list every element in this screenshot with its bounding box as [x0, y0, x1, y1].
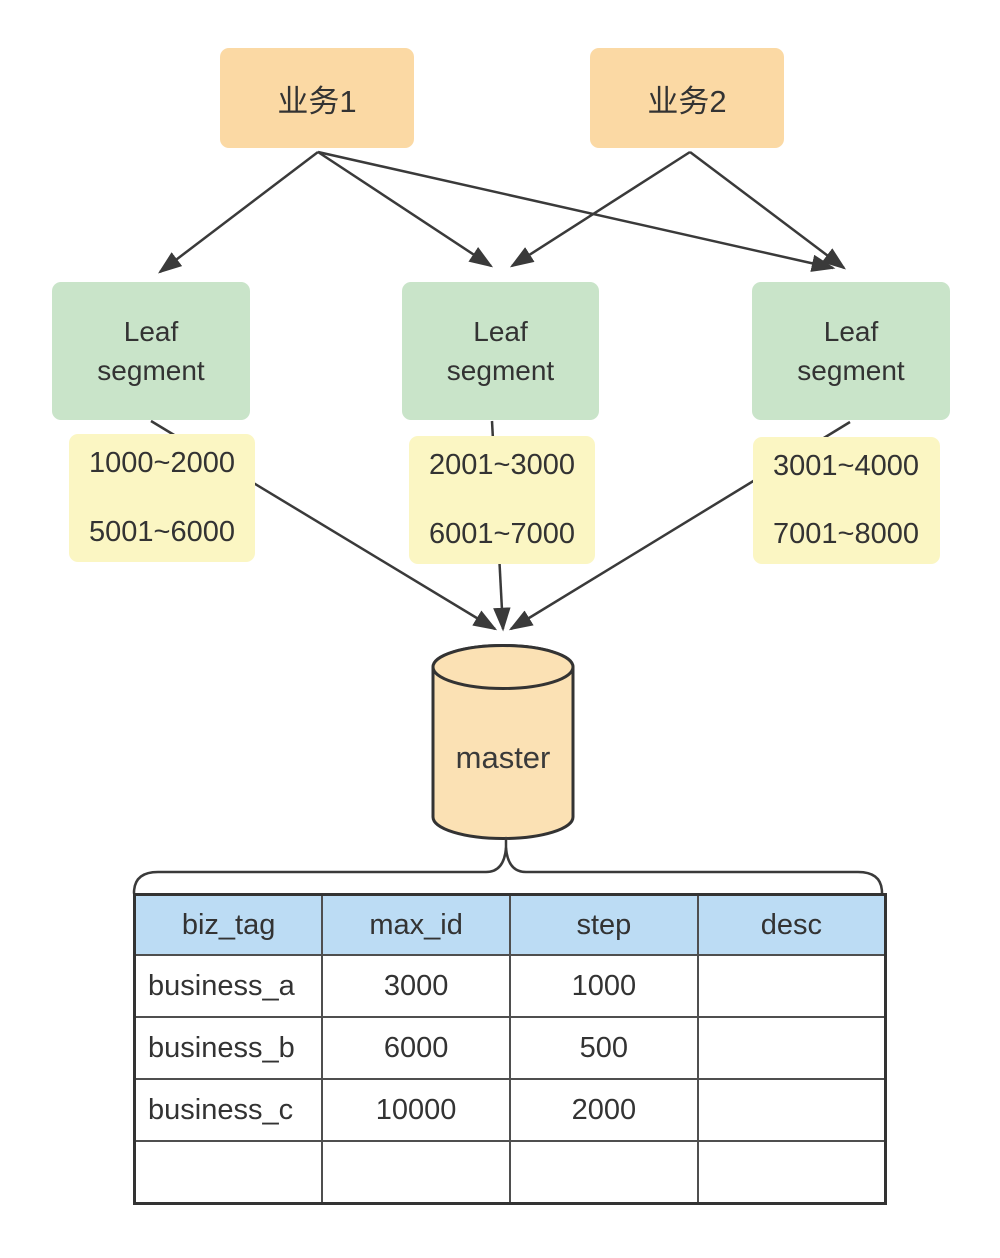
- cell-max-id: 10000: [321, 1078, 511, 1142]
- arrow-business1-to-leaf3: [317, 150, 836, 272]
- table-row-empty: [133, 1140, 887, 1205]
- database-cylinder-icon: [431, 644, 575, 840]
- arrow-business1-to-leaf1: [158, 151, 319, 274]
- header-cell-step: step: [509, 893, 699, 956]
- leaf-label-line2: segment: [797, 355, 905, 386]
- header-cell-max-id: max_id: [321, 893, 511, 956]
- id-range-value: 7001~8000: [773, 518, 919, 550]
- cell-step: 500: [509, 1016, 699, 1080]
- cell-max-id: 3000: [321, 954, 511, 1018]
- leaf-segment-node-3-label: Leaf segment: [797, 312, 904, 390]
- leaf-segment-node-1: Leaf segment: [52, 282, 250, 420]
- leaf-segment-node-2-label: Leaf segment: [447, 312, 554, 390]
- leaf-label-line1: Leaf: [123, 315, 179, 347]
- cell-max-id: [321, 1140, 511, 1205]
- brace-icon: [132, 836, 884, 895]
- id-range-value: 3001~4000: [773, 450, 919, 482]
- id-range-value: 1000~2000: [89, 447, 235, 479]
- business-node-1-label: 业务1: [277, 83, 357, 119]
- header-cell-biz-tag: biz_tag: [133, 893, 324, 956]
- business-node-2: 业务2: [590, 48, 784, 148]
- leaf-label-line1: Leaf: [823, 315, 879, 347]
- id-range-box-3: 3001~4000 7001~8000: [753, 437, 940, 564]
- master-database-label: master: [455, 740, 551, 775]
- header-cell-desc: desc: [696, 893, 887, 956]
- cell-desc: [696, 1016, 887, 1080]
- arrow-business1-to-leaf2: [317, 150, 494, 268]
- id-range-box-1: 1000~2000 5001~6000: [69, 434, 255, 562]
- business-node-1: 业务1: [220, 48, 414, 148]
- cell-biz-tag: business_a: [133, 954, 324, 1018]
- business-node-2-label: 业务2: [647, 83, 727, 119]
- id-range-value: 5001~6000: [89, 516, 235, 548]
- cell-biz-tag: [133, 1140, 324, 1205]
- cell-desc: [696, 1078, 887, 1142]
- cell-biz-tag: business_b: [133, 1016, 324, 1080]
- leaf-label-line2: segment: [446, 355, 555, 386]
- cell-step: [509, 1140, 699, 1205]
- cell-step: 2000: [509, 1078, 699, 1142]
- cell-desc: [696, 954, 887, 1018]
- cell-max-id: 6000: [321, 1016, 511, 1080]
- table-row: business_b 6000 500: [133, 1016, 887, 1080]
- leaf-segment-node-1-label: Leaf segment: [97, 312, 204, 390]
- leaf-label-line1: Leaf: [473, 315, 528, 347]
- id-range-value: 6001~7000: [429, 518, 575, 550]
- id-range-box-2: 2001~3000 6001~7000: [409, 436, 595, 564]
- biz-table: biz_tag max_id step desc business_a 3000…: [133, 893, 887, 1205]
- id-range-value: 2001~3000: [429, 449, 575, 481]
- arrow-business2-to-leaf2: [509, 150, 691, 268]
- arrow-business2-to-leaf3: [689, 151, 846, 270]
- cell-desc: [696, 1140, 887, 1205]
- table-row: business_c 10000 2000: [133, 1078, 887, 1142]
- table-header-row: biz_tag max_id step desc: [133, 893, 887, 956]
- cell-biz-tag: business_c: [133, 1078, 324, 1142]
- leaf-segment-node-3: Leaf segment: [752, 282, 950, 420]
- table-row: business_a 3000 1000: [133, 954, 887, 1018]
- leaf-label-line2: segment: [97, 355, 205, 386]
- cell-step: 1000: [509, 954, 699, 1018]
- leaf-segment-node-2: Leaf segment: [402, 282, 599, 420]
